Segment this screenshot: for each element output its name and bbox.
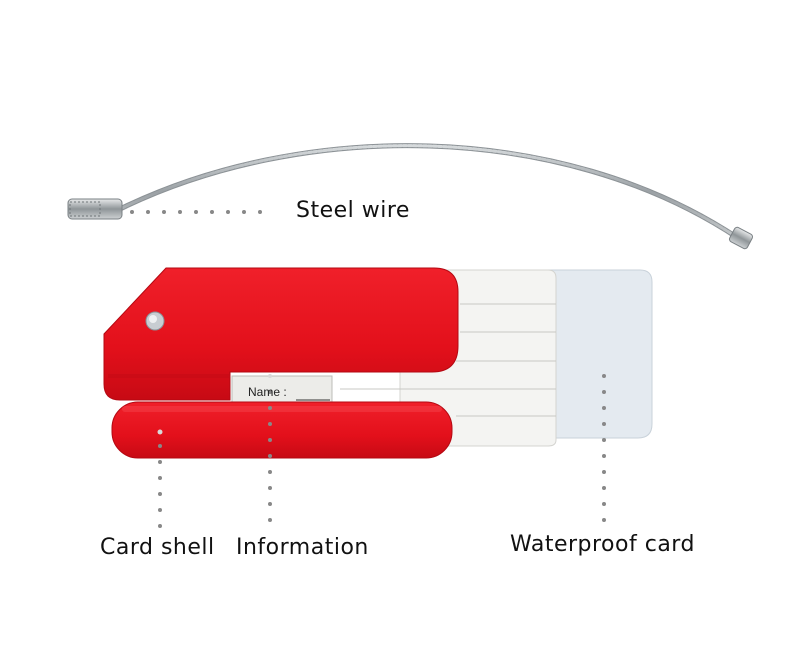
wire-end-cap: [728, 226, 754, 250]
label-steel-wire: Steel wire: [296, 198, 410, 223]
label-information: Information: [236, 535, 369, 560]
label-card-shell: Card shell: [100, 535, 215, 560]
card-shell: [103, 267, 459, 459]
leader-line-card-shell: [157, 429, 163, 528]
leader-line-steel-wire: [130, 210, 262, 214]
leader-line-information: [268, 374, 272, 522]
leader-line-waterproof-card: [602, 374, 606, 522]
name-field-label: Name :: [248, 385, 287, 399]
wire-screw-cap: [67, 198, 123, 220]
steel-wire: [67, 143, 754, 250]
label-waterproof-card: Waterproof card: [510, 532, 695, 557]
